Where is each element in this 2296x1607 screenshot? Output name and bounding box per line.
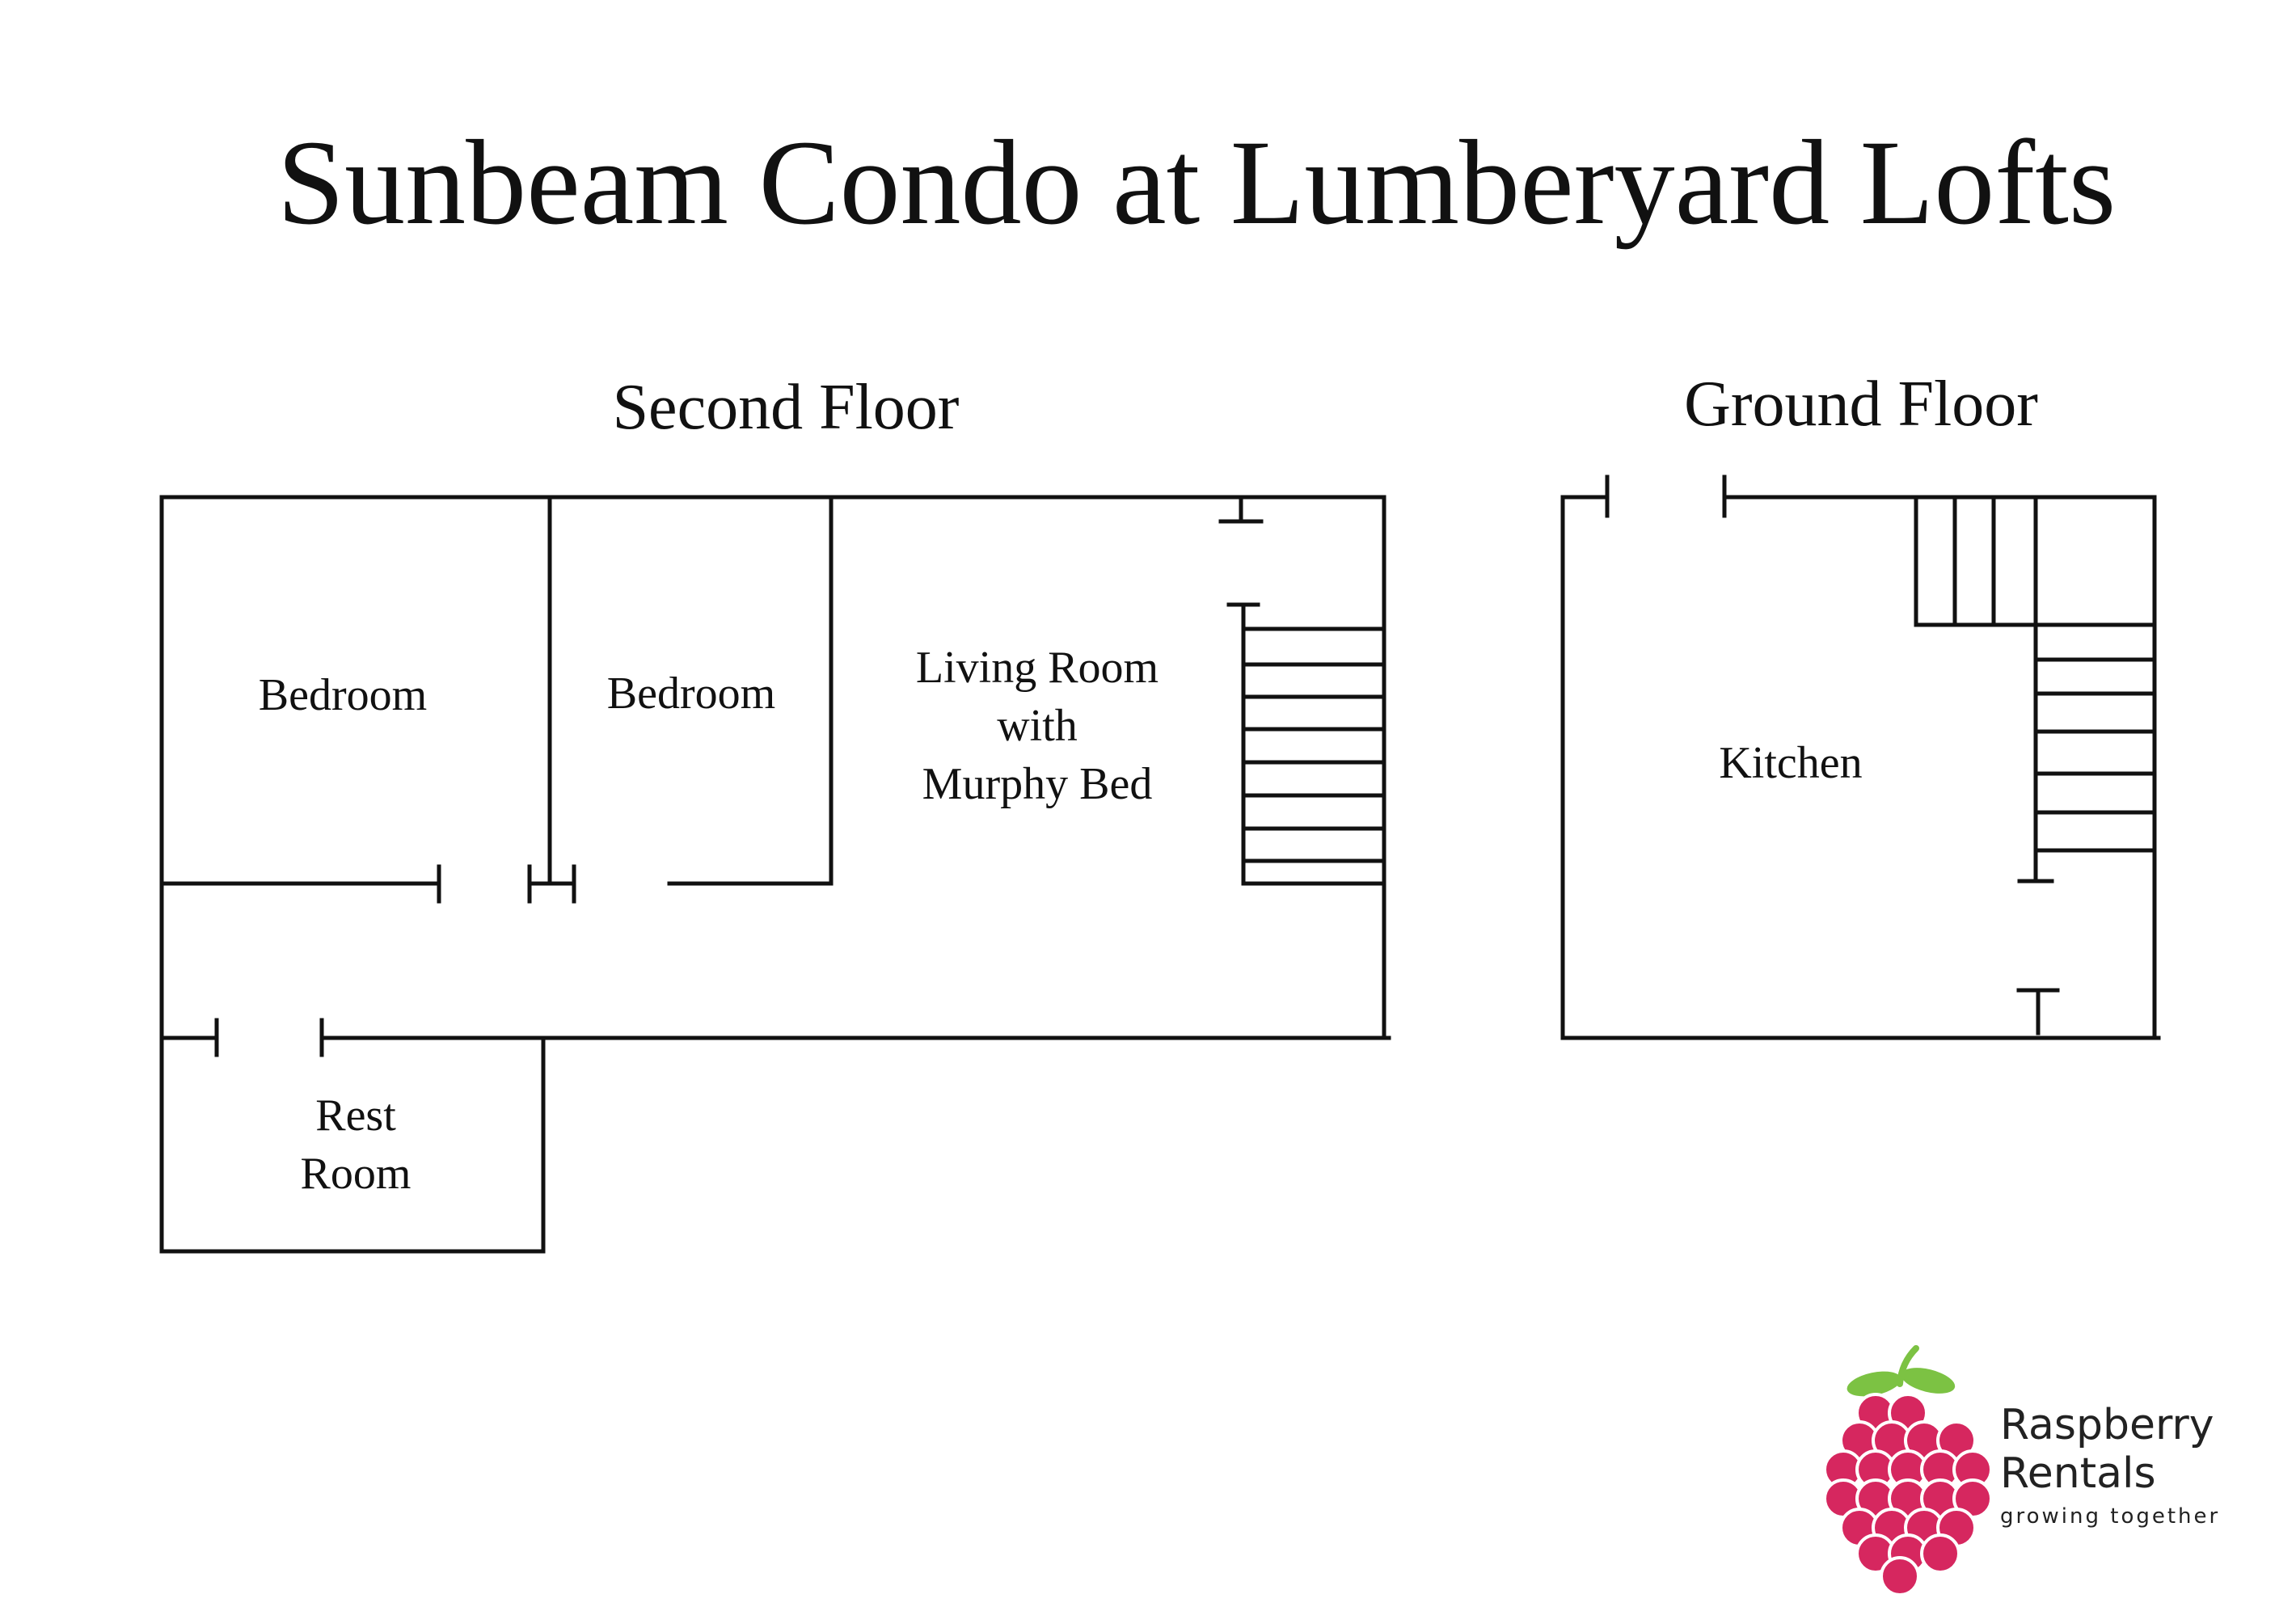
room-label-restroom-line2: Room <box>301 1149 412 1199</box>
room-label-living-line1: Living Room <box>916 643 1159 693</box>
leaf-icon <box>1847 1371 1901 1397</box>
room-label-kitchen: Kitchen <box>1719 738 1862 788</box>
ground-floor-heading: Ground Floor <box>1684 369 2038 440</box>
second-floor-staircase <box>1226 602 1386 886</box>
second-floor-heading: Second Floor <box>613 372 960 443</box>
brand-name-line1: Raspberry <box>2000 1401 2214 1449</box>
ground-floor-plan: Kitchen <box>1560 475 2161 1040</box>
berry-drupelet <box>1920 1533 1960 1574</box>
second-floor-plan: Bedroom Bedroom Living Room with Murphy … <box>159 495 1391 1254</box>
raspberry-icon <box>1823 1345 1993 1596</box>
room-label-bedroom-middle: Bedroom <box>607 669 775 719</box>
room-label-living-line3: Murphy Bed <box>922 759 1153 809</box>
berry-drupelet <box>1880 1556 1920 1596</box>
stem-icon <box>1897 1345 1919 1387</box>
room-label-living-line2: with <box>997 701 1078 751</box>
room-label-restroom-line1: Rest <box>315 1090 396 1141</box>
ground-floor-staircase <box>1914 495 2157 884</box>
brand-logo: Raspberry Rentals growing together <box>1823 1345 2220 1596</box>
leaf-icon <box>1901 1368 1956 1394</box>
page-title: Sunbeam Condo at Lumberyard Lofts <box>277 116 2117 250</box>
brand-tagline: growing together <box>2000 1504 2220 1529</box>
room-label-bedroom-left: Bedroom <box>259 670 427 720</box>
brand-name-line2: Rentals <box>2000 1449 2156 1498</box>
